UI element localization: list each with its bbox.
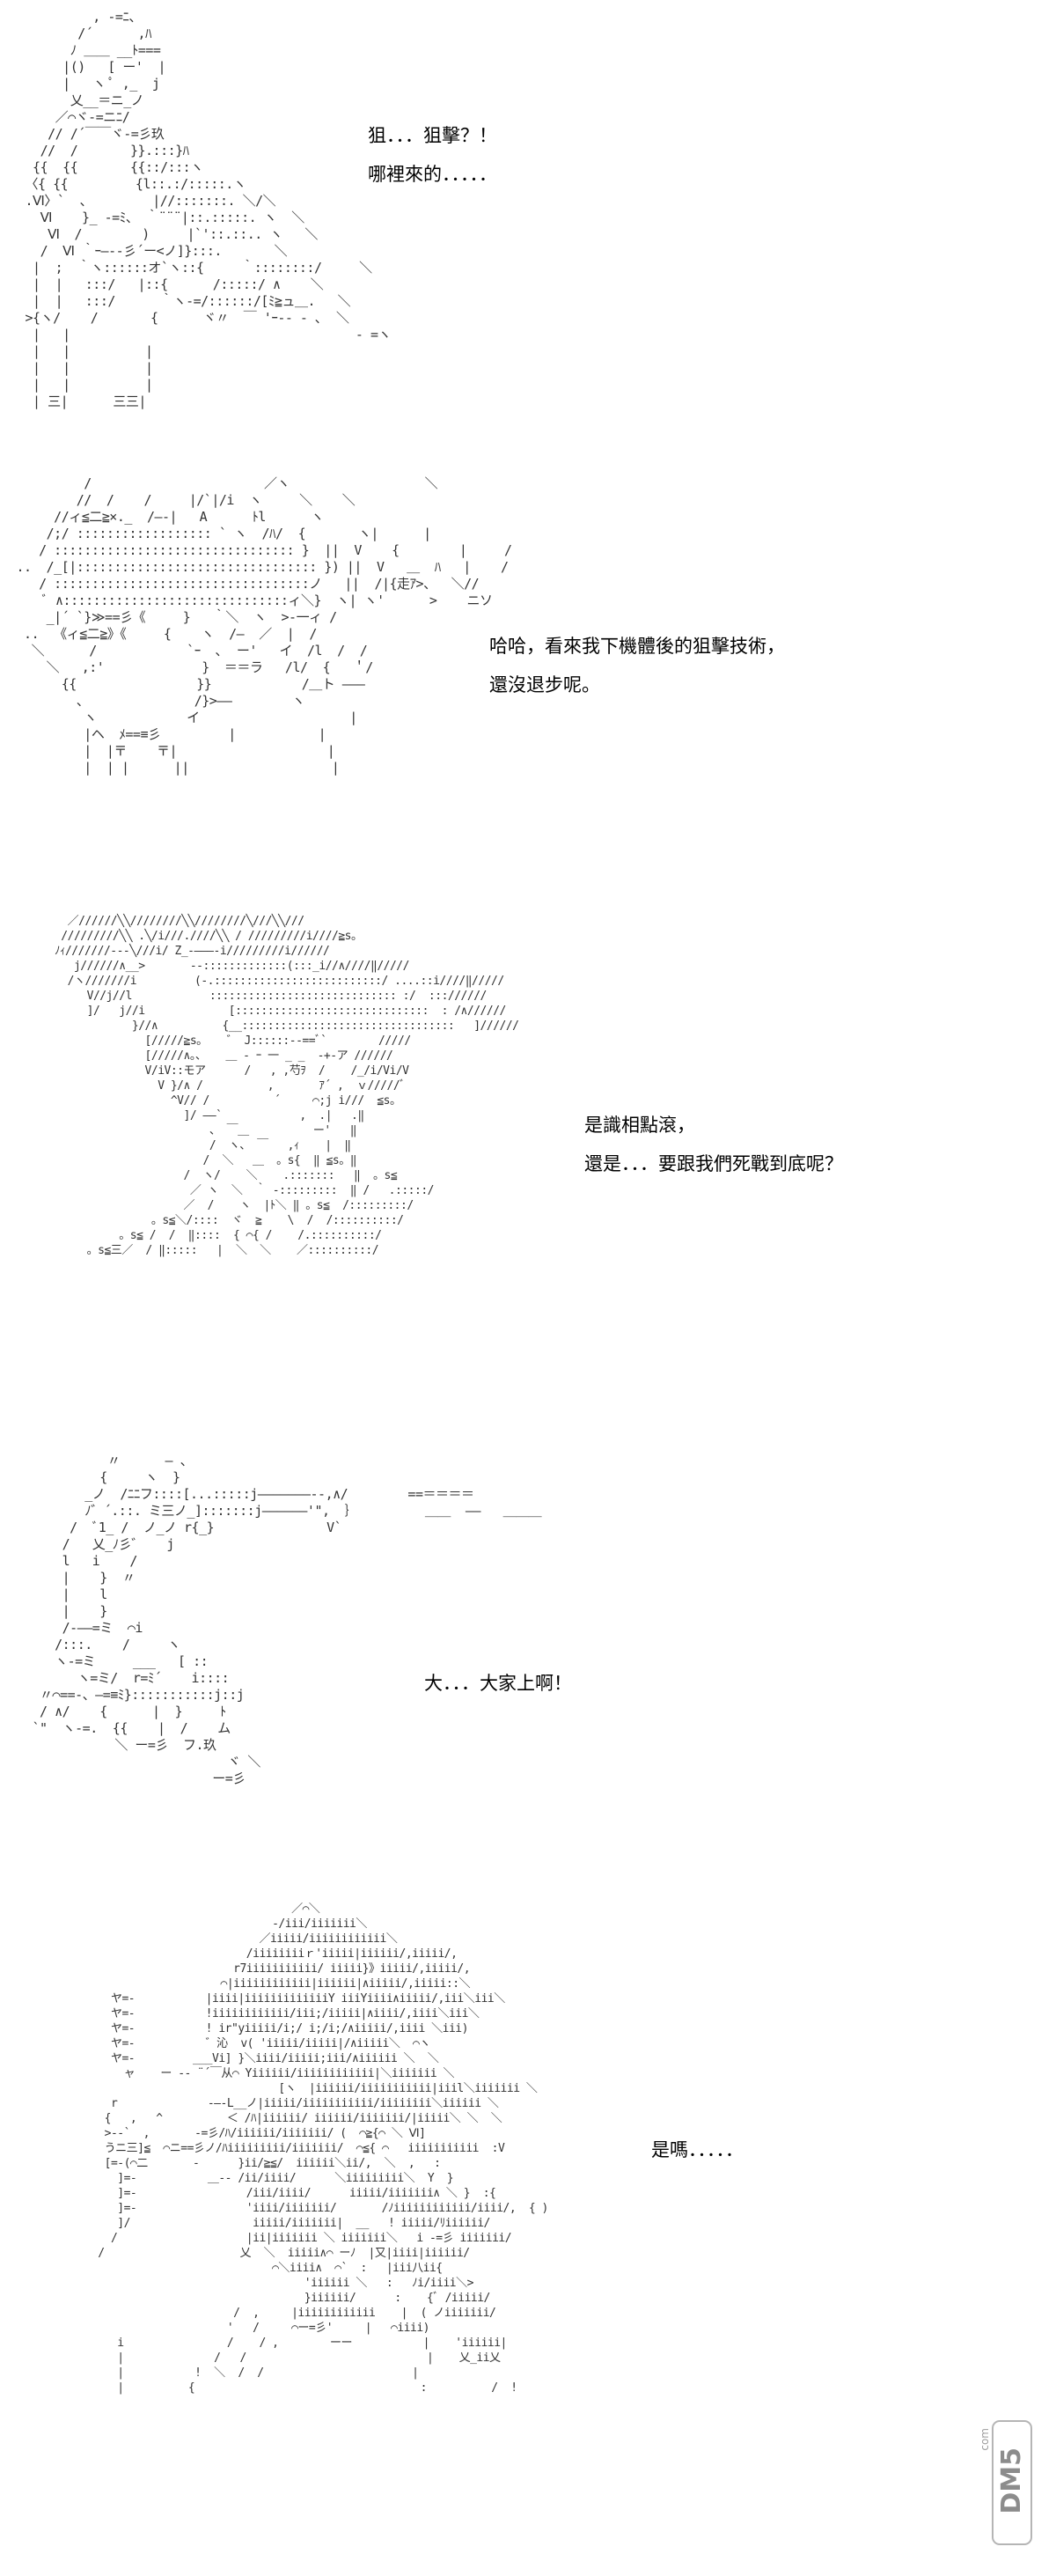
- dialogue-line: 大．．．大家上啊！: [424, 1673, 572, 1694]
- dialogue-line: 哪裡來的．．．．．: [368, 164, 497, 185]
- ascii-art-figure-dark-hair: ／//////╲╲////////╲╲////////╲///╲╲/// ///…: [54, 915, 519, 1257]
- ascii-art-figure-aiming-rifle: 〃 ― 、 { ヽ } _ノ /ﾆﾆフ::::[...:::::j―――――――…: [32, 1453, 542, 1786]
- panel-4: 〃 ― 、 { ヽ } _ノ /ﾆﾆフ::::[...:::::j―――――――…: [0, 1453, 1056, 1893]
- dialogue-line: 還是．．．要跟我們死戰到底呢？: [584, 1153, 843, 1174]
- dialogue-line: 哈哈，看來我下機體後的狙擊技術，: [489, 636, 785, 657]
- speech-bubble: 是嗎．．．．．: [651, 2131, 744, 2169]
- dialogue-line: 狙．．．狙擊？！: [368, 125, 497, 146]
- dm5-logo-icon: [992, 2420, 1032, 2545]
- watermark-subtext: com: [979, 2428, 991, 2451]
- speech-bubble: 狙．．．狙擊？！ 哪裡來的．．．．．: [368, 116, 497, 194]
- panel-5: ／⌒＼ -/iii/iiiiiii＼ ／iiiii/iiiiiiiiiiii＼ …: [0, 1893, 1056, 2576]
- watermark-logo: DM5 com: [973, 2412, 1044, 2553]
- panel-3: ／//////╲╲////////╲╲////////╲///╲╲/// ///…: [0, 907, 1056, 1453]
- ascii-art-figure-long-hair-cloak: ／⌒＼ -/iii/iiiiiii＼ ／iiiii/iiiiiiiiiiii＼ …: [98, 1903, 548, 2395]
- speech-bubble: 大．．．大家上啊！: [424, 1664, 572, 1703]
- speech-bubble: 是識相點滾， 還是．．．要跟我們死戰到底呢？: [584, 1106, 843, 1183]
- panel-2: / ／ヽ ＼ // / / |/`|/i ヽ ＼ ＼ //ィ≦二≧×._ /―‐…: [0, 475, 1056, 907]
- panel-1: , -=ﾆ、 /´ ,ﾊ ﾉ ＿＿ __ﾄ=== |() [ ー' | | ヽ …: [0, 0, 1056, 475]
- ascii-art-figure-with-pilot: / ／ヽ ＼ // / / |/`|/i ヽ ＼ ＼ //ィ≦二≧×._ /―‐…: [16, 475, 513, 776]
- dialogue-line: 是嗎．．．．．: [651, 2139, 744, 2160]
- dialogue-line: 還沒退步呢。: [489, 674, 600, 696]
- speech-bubble: 哈哈，看來我下機體後的狙擊技術， 還沒退步呢。: [489, 627, 785, 704]
- ascii-art-figure-sniper-standing: , -=ﾆ、 /´ ,ﾊ ﾉ ＿＿ __ﾄ=== |() [ ー' | | ヽ …: [25, 9, 392, 409]
- dialogue-line: 是識相點滾，: [584, 1115, 695, 1136]
- watermark-text: DM5: [996, 2447, 1027, 2514]
